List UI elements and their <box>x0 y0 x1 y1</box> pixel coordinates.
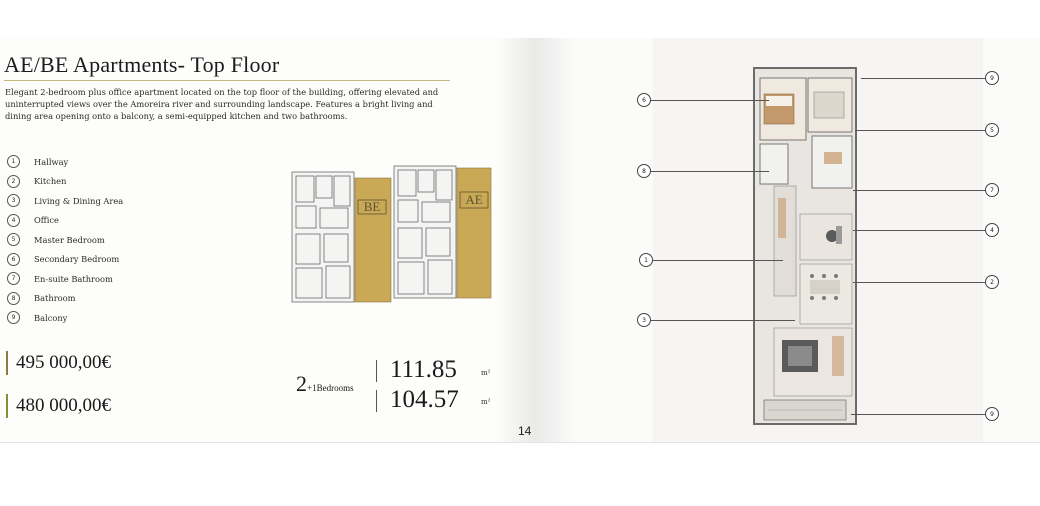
callout-marker: 4 <box>985 223 999 237</box>
area-unit-be: m² <box>481 369 491 377</box>
spine-shadow <box>495 38 535 442</box>
price-be: 495 000,00€ <box>6 351 111 375</box>
callout-line <box>853 230 985 231</box>
legend-item: 1 Hallway <box>7 152 123 172</box>
callout-marker: 9 <box>985 407 999 421</box>
area-unit-ae: m² <box>481 398 491 406</box>
bedroom-extra: +1 <box>307 383 317 393</box>
page-number: 14 <box>518 424 531 438</box>
brochure-spread: AE/BE Apartments- Top Floor Elegant 2-be… <box>0 38 1040 443</box>
page-title: AE/BE Apartments- Top Floor <box>4 52 280 77</box>
legend-number: 4 <box>7 213 20 227</box>
legend-label: En-suite Bathroom <box>34 273 113 284</box>
bedroom-count: 2+1Bedrooms <box>296 371 354 397</box>
callout-marker: 5 <box>985 123 999 137</box>
legend-number: 1 <box>7 155 20 169</box>
legend-label: Secondary Bedroom <box>34 254 120 265</box>
legend-item: 7 En-suite Bathroom <box>7 269 123 289</box>
callout-line <box>853 282 985 283</box>
legend-number: 2 <box>7 174 20 188</box>
apartment-description: Elegant 2-bedroom plus office apartment … <box>5 87 439 121</box>
area-be: 111.85 <box>390 356 457 383</box>
callout-line <box>861 78 985 79</box>
callout-line <box>853 190 985 191</box>
building-right-block <box>393 165 457 299</box>
legend-item: 9 Balcony <box>7 308 123 328</box>
legend-label: Living & Dining Area <box>34 195 124 206</box>
siteplan-label-ae: AE <box>465 192 482 207</box>
legend-label: Master Bedroom <box>34 234 105 245</box>
callout-marker: 6 <box>637 93 651 107</box>
area-ae: 104.57 <box>390 386 459 413</box>
building-left-block <box>291 171 355 303</box>
legend-number: 5 <box>7 233 20 247</box>
bedroom-main: 2 <box>296 371 307 396</box>
siteplan-label-be: BE <box>364 199 381 214</box>
legend-item: 6 Secondary Bedroom <box>7 250 123 270</box>
apartment-floor-plan <box>753 67 857 425</box>
area-divider <box>376 360 377 382</box>
callout-marker: 9 <box>985 71 999 85</box>
legend-item: 2 Kitchen <box>7 172 123 192</box>
legend-label: Kitchen <box>34 176 67 187</box>
bedroom-label: Bedrooms <box>316 383 354 393</box>
callout-marker: 2 <box>985 275 999 289</box>
unit-be-highlight <box>354 177 392 303</box>
legend-label: Hallway <box>34 156 69 167</box>
callout-marker: 3 <box>637 313 651 327</box>
left-page: AE/BE Apartments- Top Floor Elegant 2-be… <box>0 38 535 443</box>
legend-label: Office <box>34 215 59 226</box>
legend-item: 4 Office <box>7 211 123 231</box>
legend-item: 8 Bathroom <box>7 289 123 309</box>
legend-label: Balcony <box>34 312 68 323</box>
legend-number: 7 <box>7 272 20 286</box>
legend-item: 3 Living & Dining Area <box>7 191 123 211</box>
price-ae: 480 000,00€ <box>6 394 111 418</box>
callout-line <box>855 130 985 131</box>
title-divider <box>4 80 450 81</box>
callout-line <box>651 320 795 321</box>
building-site-plan: BE AE <box>291 165 492 303</box>
callout-line <box>851 414 985 415</box>
callout-line <box>649 100 769 101</box>
legend-label: Bathroom <box>34 293 76 304</box>
callout-marker: 8 <box>637 164 651 178</box>
right-page: 9 6 5 8 7 4 1 2 3 9 <box>535 38 1040 443</box>
legend-number: 6 <box>7 252 20 266</box>
area-divider <box>376 390 377 412</box>
callout-marker: 7 <box>985 183 999 197</box>
legend-number: 3 <box>7 194 20 208</box>
callout-line <box>653 260 783 261</box>
legend-number: 9 <box>7 311 20 325</box>
callout-marker: 1 <box>639 253 653 267</box>
unit-ae-highlight <box>456 167 492 299</box>
legend-number: 8 <box>7 291 20 305</box>
spine-shadow <box>535 38 575 442</box>
legend-item: 5 Master Bedroom <box>7 230 123 250</box>
callout-line <box>649 171 769 172</box>
